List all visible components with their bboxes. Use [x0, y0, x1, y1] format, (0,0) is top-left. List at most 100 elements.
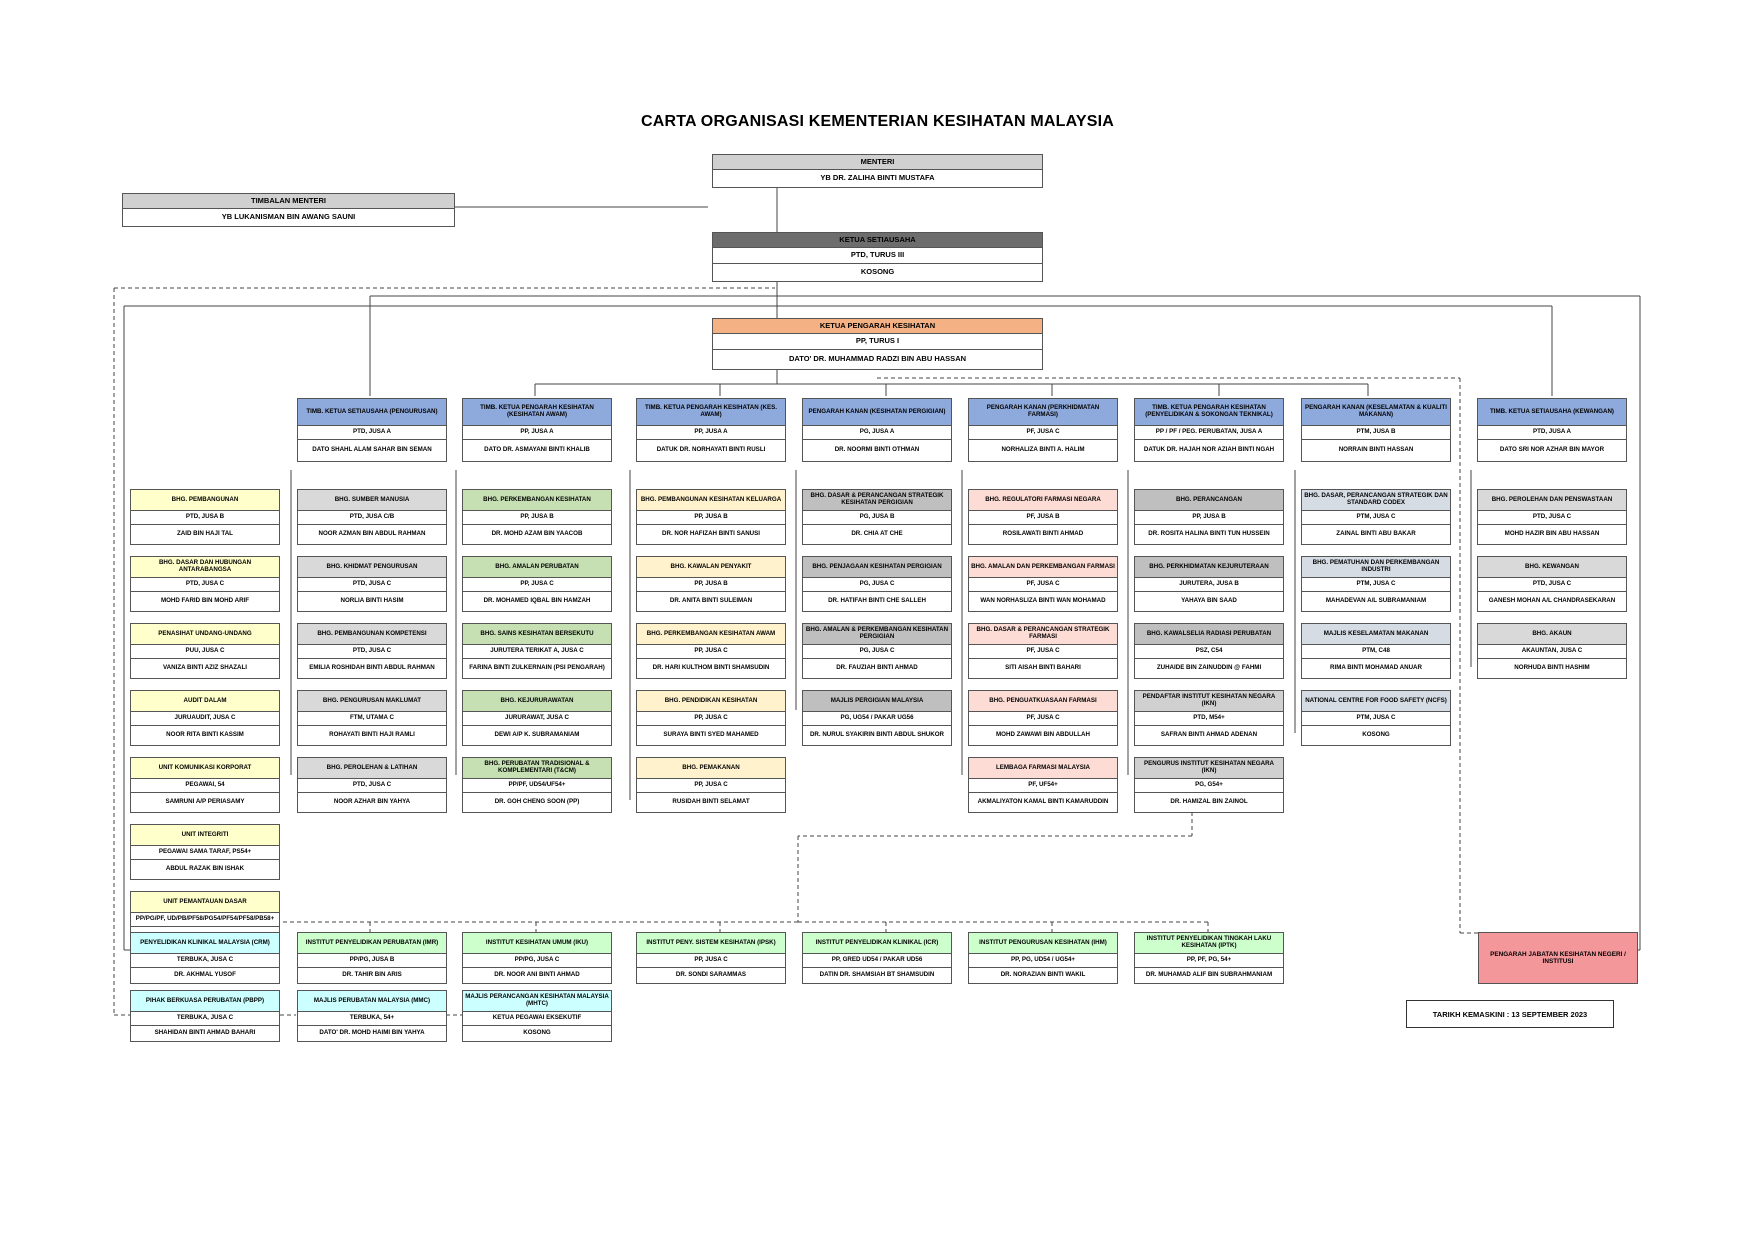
grade: PTD, M54+ — [1135, 711, 1283, 725]
officer-name: GANESH MOHAN A/L CHANDRASEKARAN — [1478, 591, 1626, 611]
page-title: CARTA ORGANISASI KEMENTERIAN KESIHATAN M… — [640, 113, 1115, 130]
grade: PP, GRED UD54 / PAKAR UD56 — [803, 953, 951, 967]
unit-title: INSTITUT KESIHATAN UMUM (IKU) — [463, 933, 611, 953]
officer-name: DATO DR. ASMAYANI BINTI KHALIB — [463, 439, 611, 461]
officer-name: SAMRUNI A/P PERIASAMY — [131, 792, 279, 812]
officer-name: YB LUKANISMAN BIN AWANG SAUNI — [123, 208, 454, 226]
institute-box: INSTITUT PENGURUSAN KESIHATAN (IHM)PP, P… — [968, 932, 1118, 984]
grade: PP/PG, JUSA B — [298, 953, 446, 967]
unit-title: PENGARAH KANAN (PERKHIDMATAN FARMASI) — [969, 399, 1117, 425]
officer-name: DR. CHIA AT CHE — [803, 524, 951, 544]
officer-name: MOHD ZAWAWI BIN ABDULLAH — [969, 725, 1117, 745]
unit-title: BHG. PEMAKANAN — [637, 758, 785, 778]
unit-title: BHG. PEMBANGUNAN KOMPETENSI — [298, 624, 446, 644]
unit-title: PENGARAH KANAN (KESELAMATAN & KUALITI MA… — [1302, 399, 1450, 425]
unit-title: BHG. AKAUN — [1478, 624, 1626, 644]
institute-box: PIHAK BERKUASA PERUBATAN (PBPP)TERBUKA, … — [130, 990, 280, 1042]
grade: PTD, JUSA C — [298, 644, 446, 658]
unit-title: BHG. PEMBANGUNAN KESIHATAN KELUARGA — [637, 490, 785, 510]
division-box: BHG. AMALAN & PERKEMBANGAN KESIHATAN PER… — [802, 623, 952, 679]
grade: PP, JUSA A — [463, 425, 611, 439]
grade: PP / PF / PEG. PERUBATAN, JUSA A — [1135, 425, 1283, 439]
unit-title: BHG. PERUBATAN TRADISIONAL & KOMPLEMENTA… — [463, 758, 611, 778]
grade: PP, JUSA B — [637, 510, 785, 524]
unit-title: BHG. SAINS KESIHATAN BERSEKUTU — [463, 624, 611, 644]
unit-title: TIMB. KETUA SETIAUSAHA (PENGURUSAN) — [298, 399, 446, 425]
officer-name: SITI AISAH BINTI BAHARI — [969, 658, 1117, 678]
grade: PF, JUSA B — [969, 510, 1117, 524]
grade: PP, JUSA C — [463, 577, 611, 591]
officer-name: ROSILAWATI BINTI AHMAD — [969, 524, 1117, 544]
officer-name: RUSIDAH BINTI SELAMAT — [637, 792, 785, 812]
officer-name: DR. MUHAMAD ALIF BIN SUBRAHMANIAM — [1135, 967, 1283, 983]
head-box: PENGARAH KANAN (KESIHATAN PERGIGIAN)PG, … — [802, 398, 952, 462]
officer-name: NORHUDA BINTI HASHIM — [1478, 658, 1626, 678]
institute-box: INSTITUT PENYELIDIKAN PERUBATAN (IMR)PP/… — [297, 932, 447, 984]
unit-title: BHG. PENJAGAAN KESIHATAN PERGIGIAN — [803, 557, 951, 577]
officer-name: DR. AKHMAL YUSOF — [131, 967, 279, 983]
officer-name: VANIZA BINTI AZIZ SHAZALI — [131, 658, 279, 678]
officer-name: NORHALIZA BINTI A. HALIM — [969, 439, 1117, 461]
grade: PP, JUSA C — [637, 644, 785, 658]
officer-name: DATUK DR. NORHAYATI BINTI RUSLI — [637, 439, 785, 461]
grade: KETUA PEGAWAI EKSEKUTIF — [463, 1011, 611, 1025]
unit-title: BHG. PERANCANGAN — [1135, 490, 1283, 510]
officer-name: WAN NORHASLIZA BINTI WAN MOHAMAD — [969, 591, 1117, 611]
officer-name: DR. NURUL SYAKIRIN BINTI ABDUL SHUKOR — [803, 725, 951, 745]
grade: FTM, UTAMA C — [298, 711, 446, 725]
officer-name: DATUK DR. HAJAH NOR AZIAH BINTI NGAH — [1135, 439, 1283, 461]
grade: JURUTERA, JUSA B — [1135, 577, 1283, 591]
grade: PTD, JUSA C — [298, 577, 446, 591]
officer-name: DR. NOORMI BINTI OTHMAN — [803, 439, 951, 461]
unit-title: NATIONAL CENTRE FOR FOOD SAFETY (NCFS) — [1302, 691, 1450, 711]
unit-title: BHG. AMALAN & PERKEMBANGAN KESIHATAN PER… — [803, 624, 951, 644]
grade: PTD, JUSA A — [298, 425, 446, 439]
institute-box: MAJLIS PERANCANGAN KESIHATAN MALAYSIA (M… — [462, 990, 612, 1042]
grade: PP, JUSA C — [637, 778, 785, 792]
unit-title: BHG. PENGURUSAN MAKLUMAT — [298, 691, 446, 711]
grade: TERBUKA, JUSA C — [131, 953, 279, 967]
institute-box: INSTITUT PENYELIDIKAN KLINIKAL (ICR)PP, … — [802, 932, 952, 984]
officer-name: DR. TAHIR BIN ARIS — [298, 967, 446, 983]
unit-title: TIMBALAN MENTERI — [123, 194, 454, 208]
unit-title: AUDIT DALAM — [131, 691, 279, 711]
officer-name: NOOR RITA BINTI KASSIM — [131, 725, 279, 745]
grade: PTD, JUSA A — [1478, 425, 1626, 439]
unit-title: TIMB. KETUA PENGARAH KESIHATAN (KES. AWA… — [637, 399, 785, 425]
state-director-box: PENGARAH JABATAN KESIHATAN NEGERI / INST… — [1478, 932, 1638, 984]
grade: PP/PF, UD54/UF54+ — [463, 778, 611, 792]
grade: PP, JUSA B — [637, 577, 785, 591]
unit-title: UNIT KOMUNIKASI KORPORAT — [131, 758, 279, 778]
unit-title: PENYELIDIKAN KLINIKAL MALAYSIA (CRM) — [131, 933, 279, 953]
officer-name: AKMALIYATON KAMAL BINTI KAMARUDDIN — [969, 792, 1117, 812]
officer-name: ZAINAL BINTI ABU BAKAR — [1302, 524, 1450, 544]
head-box: PENGARAH KANAN (PERKHIDMATAN FARMASI)PF,… — [968, 398, 1118, 462]
officer-name: DR. ROSITA HALINA BINTI TUN HUSSEIN — [1135, 524, 1283, 544]
division-box: BHG. PERUBATAN TRADISIONAL & KOMPLEMENTA… — [462, 757, 612, 813]
head-box: PENGARAH KANAN (KESELAMATAN & KUALITI MA… — [1301, 398, 1451, 462]
division-box: NATIONAL CENTRE FOR FOOD SAFETY (NCFS)PT… — [1301, 690, 1451, 746]
grade: PG, G54+ — [1135, 778, 1283, 792]
unit-title: BHG. KEJURURAWATAN — [463, 691, 611, 711]
officer-name: MAHADEVAN A/L SUBRAMANIAM — [1302, 591, 1450, 611]
unit-title: PENGARAH KANAN (KESIHATAN PERGIGIAN) — [803, 399, 951, 425]
grade: PF, JUSA C — [969, 711, 1117, 725]
unit-title: BHG. KEWANGAN — [1478, 557, 1626, 577]
